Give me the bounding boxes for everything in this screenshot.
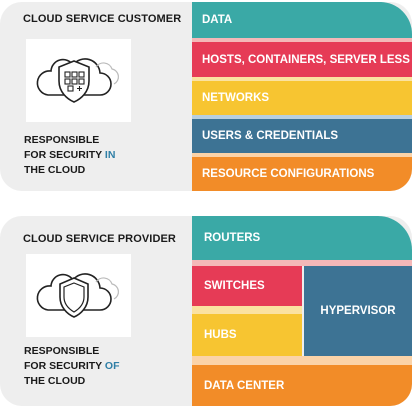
layer-switches-label: SWITCHES (204, 280, 265, 292)
customer-resp-line2-text: FOR SECURITY (24, 149, 105, 161)
provider-responsibility: RESPONSIBLE FOR SECURITY OF THE CLOUD (24, 344, 120, 389)
layer-hosts: HOSTS, CONTAINERS, SERVER LESS (192, 42, 412, 77)
layer-switches: SWITCHES (192, 266, 302, 306)
provider-resp-highlight: OF (104, 360, 120, 372)
customer-resp-line1: RESPONSIBLE (24, 134, 100, 146)
layer-users-label: USERS & CREDENTIALS (202, 130, 339, 142)
layer-routers: ROUTERS (192, 216, 412, 260)
provider-resp-line2-text: FOR SECURITY (24, 360, 105, 372)
layer-hypervisor: HYPERVISOR (304, 266, 412, 356)
layer-hypervisor-label: HYPERVISOR (320, 305, 396, 317)
provider-icon-box (26, 254, 131, 337)
customer-icon-box (26, 39, 131, 122)
customer-heading: CLOUD SERVICE CUSTOMER (23, 13, 182, 25)
customer-responsibility: RESPONSIBLE FOR SECURITY IN THE CLOUD (24, 133, 115, 178)
layer-shadow (192, 260, 412, 266)
layer-hosts-label: HOSTS, CONTAINERS, SERVER LESS (202, 53, 410, 66)
layer-shadow (192, 38, 412, 42)
layer-networks-label: NETWORKS (202, 92, 270, 104)
provider-resp-line3: THE CLOUD (24, 375, 86, 387)
layer-shadow (192, 153, 412, 157)
layer-data: DATA (192, 2, 412, 38)
layer-resource-config-label: RESOURCE CONFIGURATIONS (202, 168, 375, 180)
layer-routers-label: ROUTERS (204, 232, 261, 244)
layer-shadow (192, 356, 412, 365)
customer-resp-line2: FOR SECURITY IN (24, 148, 115, 163)
layer-shadow (192, 306, 302, 314)
provider-resp-line1: RESPONSIBLE (24, 345, 100, 357)
cloud-shield-icon (36, 273, 120, 318)
layer-data-center: DATA CENTER (192, 365, 412, 406)
customer-resp-highlight: IN (104, 149, 116, 161)
provider-heading: CLOUD SERVICE PROVIDER (23, 233, 176, 245)
provider-resp-line2: FOR SECURITY OF (24, 359, 120, 374)
layer-shadow (192, 115, 412, 119)
layer-networks: NETWORKS (192, 81, 412, 115)
layer-shadow (192, 77, 412, 81)
layer-resource-config: RESOURCE CONFIGURATIONS (192, 157, 412, 191)
cloud-shield-grid-icon (36, 58, 120, 103)
layer-data-center-label: DATA CENTER (204, 379, 285, 392)
customer-resp-line3: THE CLOUD (24, 164, 86, 176)
layer-data-label: DATA (202, 14, 233, 26)
layer-users: USERS & CREDENTIALS (192, 119, 412, 153)
layer-hubs: HUBS (192, 314, 302, 356)
layer-hubs-label: HUBS (204, 329, 237, 341)
